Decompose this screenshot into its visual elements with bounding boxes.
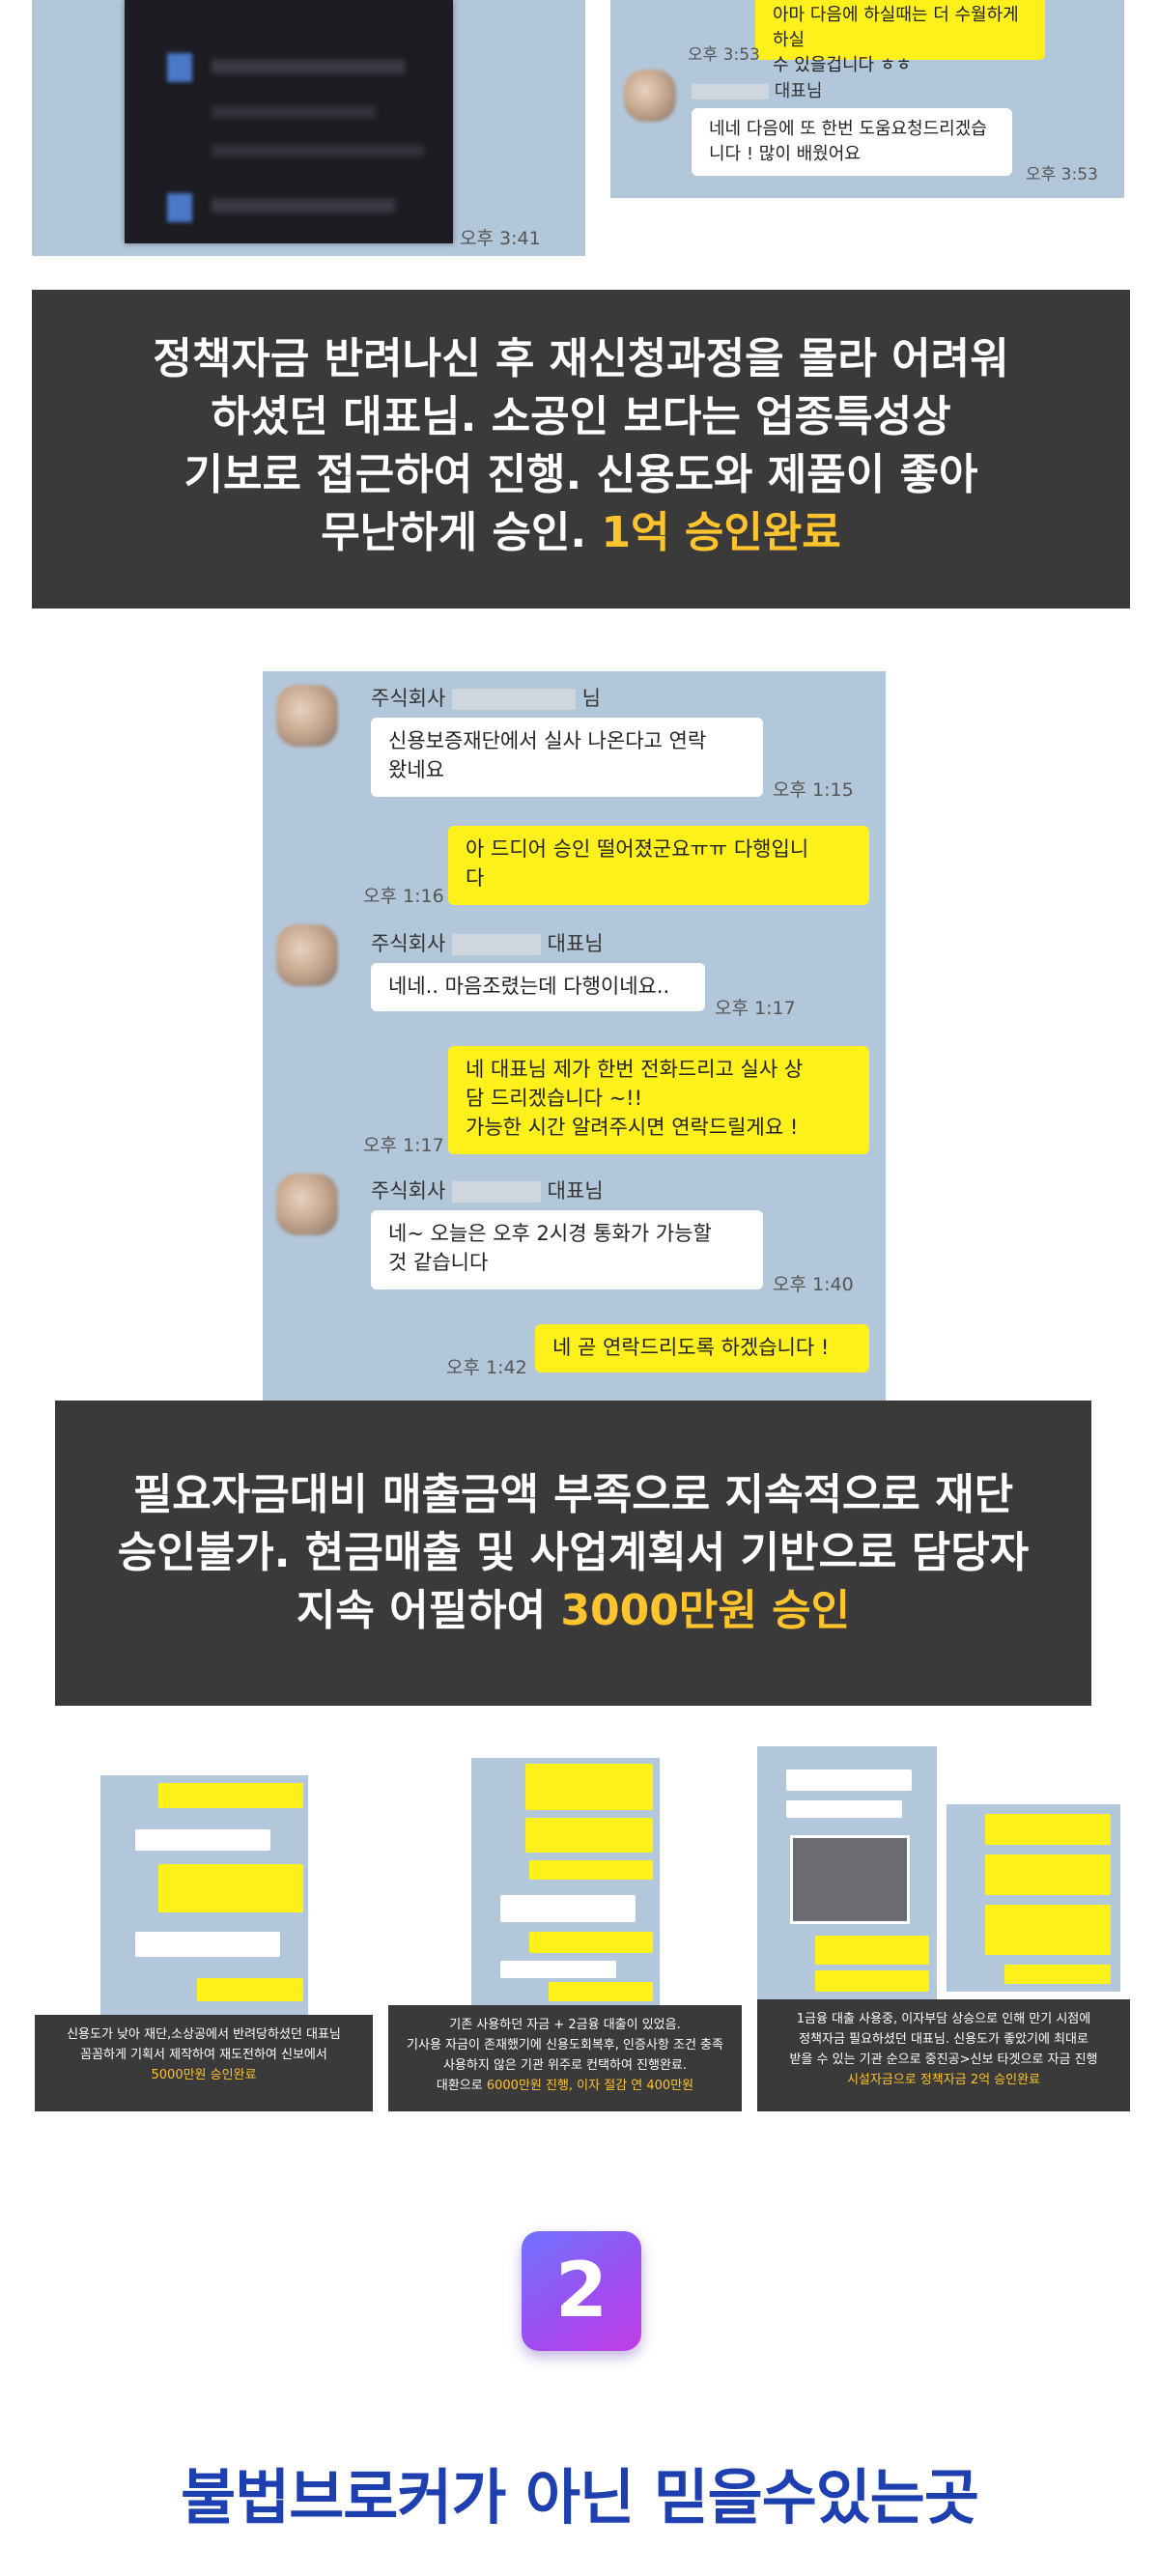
message-time: 오후 3:53 — [688, 45, 760, 65]
message-time: 오후 3:41 — [460, 228, 541, 249]
chat-bubble-right: 아마 다음에 하실때는 더 수월하게 하실 수 있을겁니다 ㅎㅎ — [755, 0, 1045, 75]
chat-bubble-right: 네 곧 연락드리도록 하겠습니다 ! — [535, 1324, 869, 1373]
caption-line: 하셨던 대표님. 소공인 보다는 업종특성상 — [211, 392, 951, 441]
mini-chat-thumbnail-1 — [100, 1775, 308, 2015]
message-time: 오후 1:15 — [773, 779, 854, 801]
mini-chat-thumbnail-2 — [471, 1758, 660, 2005]
case-caption-2: 필요자금대비 매출금액 부족으로 지속적으로 재단 승인불가. 현금매출 및 사… — [55, 1401, 1091, 1706]
approval-highlight: 6000만원 진행, 이자 절감 연 400만원 — [486, 2079, 694, 2093]
caption-line: 정책자금 반려나신 후 재신청과정을 몰라 어려워 — [153, 334, 1009, 383]
sender-name: 주식회사 대표님 — [371, 932, 604, 955]
chat-bubble-right: 아 드디어 승인 떨어졌군요ㅠㅠ 다행입니 다 — [448, 826, 869, 905]
message-time: 오후 3:53 — [1026, 165, 1098, 184]
avatar — [276, 1174, 338, 1235]
top-left-screenshot: 오후 3:41 — [32, 0, 585, 256]
caption-line: 무난하게 승인. 1억 승인완료 — [321, 508, 841, 557]
sender-name: 주식회사 님 — [371, 687, 601, 710]
chat-bubble-left: 네네 다음에 또 한번 도움요청드리겠습 니다 ! 많이 배웠어요 — [692, 108, 1012, 176]
mini-caption-2: 기존 사용하던 자금 + 2금융 대출이 있었음. 기사용 자금이 존재했기에 … — [388, 2005, 742, 2111]
top-right-screenshot: 아마 다음에 하실때는 더 수월하게 하실 수 있을겁니다 ㅎㅎ 오후 3:53… — [610, 0, 1124, 198]
avatar — [624, 70, 676, 122]
caption-line: 지속 어필하여 3000만원 승인 — [296, 1586, 851, 1635]
avatar — [276, 685, 338, 747]
caption-line: 필요자금대비 매출금액 부족으로 지속적으로 재단 — [132, 1470, 1014, 1519]
approval-highlight: 3000만원 승인 — [560, 1586, 851, 1635]
chat-bubble-left: 신용보증재단에서 실사 나온다고 연락 왔네요 — [371, 718, 763, 797]
section-number-badge: 2 — [522, 2231, 641, 2351]
mini-chat-thumbnail-3a — [757, 1746, 937, 1999]
case-caption-1: 정책자금 반려나신 후 재신청과정을 몰라 어려워 하셨던 대표님. 소공인 보… — [32, 290, 1130, 609]
message-time: 오후 1:17 — [715, 998, 796, 1019]
chat-bubble-left: 네~ 오늘은 오후 2시경 통화가 가능할 것 같습니다 — [371, 1210, 763, 1289]
approval-highlight: 1억 승인완료 — [601, 508, 841, 557]
section-headline: 불법브로커가 아닌 믿을수있는곳 — [181, 2462, 979, 2533]
document-photo — [790, 1835, 910, 1924]
avatar — [276, 924, 338, 986]
caption-line: 기보로 접근하여 진행. 신용도와 제품이 좋아 — [184, 450, 978, 499]
approval-highlight: 시설자금으로 정책자금 2억 승인완료 — [846, 2073, 1041, 2087]
mini-caption-1: 신용도가 낮아 재단,소상공에서 반려당하셨던 대표님 꼼꼼하게 기획서 제작하… — [35, 2015, 373, 2111]
message-time: 오후 1:16 — [363, 886, 444, 907]
dark-document-thumbnail — [125, 0, 453, 243]
chat-bubble-right: 네 대표님 제가 한번 전화드리고 실사 상 담 드리겠습니다 ~!! 가능한 … — [448, 1046, 869, 1154]
mini-chat-thumbnail-3b — [947, 1804, 1120, 1992]
approval-highlight: 5000만원 승인완료 — [151, 2068, 257, 2082]
message-time: 오후 1:17 — [363, 1135, 444, 1156]
caption-line: 승인불가. 현금매출 및 사업계획서 기반으로 담당자 — [117, 1528, 1030, 1577]
sender-name: 주식회사 대표님 — [371, 1179, 604, 1203]
chat-screenshot-2: 주식회사 님 신용보증재단에서 실사 나온다고 연락 왔네요 오후 1:15 오… — [263, 671, 886, 1401]
message-time: 오후 1:40 — [773, 1274, 854, 1295]
message-time: 오후 1:42 — [446, 1357, 527, 1378]
sender-name: 대표님 — [692, 77, 822, 102]
chat-bubble-left: 네네.. 마음조렸는데 다행이네요.. — [371, 963, 705, 1011]
mini-caption-3: 1금융 대출 사용중, 이자부담 상승으로 인해 만기 시점에 정책자금 필요하… — [757, 1999, 1130, 2111]
